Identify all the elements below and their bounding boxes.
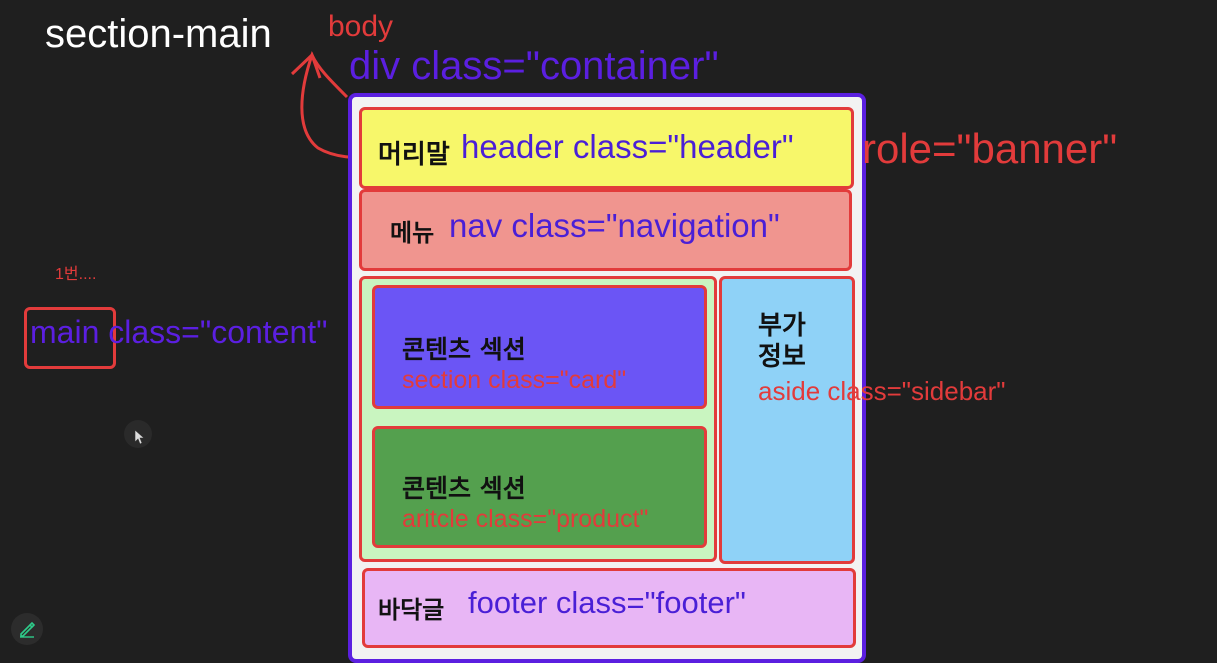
card-code: section class="card" <box>402 366 627 394</box>
nav-label: 메뉴 <box>390 219 435 247</box>
header-code: header class="header" <box>461 128 794 165</box>
section-main-label: section-main <box>45 12 272 56</box>
footer-label: 바닥글 <box>378 596 445 624</box>
sidebar-code: aside class="sidebar" <box>758 376 1006 406</box>
header-box <box>359 107 854 189</box>
container-label: div class="container" <box>349 44 719 88</box>
nav-box <box>359 189 852 271</box>
product-code: aritcle class="product" <box>402 505 649 533</box>
pencil-icon <box>20 621 36 638</box>
sidebar-label-line2: 정보 <box>758 342 806 372</box>
card-label: 콘텐츠 섹션 <box>402 335 526 364</box>
card-box <box>372 285 707 409</box>
body-label: body <box>328 10 394 43</box>
header-label: 머리말 <box>378 140 450 170</box>
product-label: 콘텐츠 섹션 <box>402 474 526 503</box>
role-banner-label: role="banner" <box>862 125 1118 172</box>
sidebar-label-line1: 부가 <box>758 311 806 341</box>
main-suffix: class="content" <box>99 314 328 350</box>
main-highlight-box <box>24 307 116 369</box>
product-box <box>372 426 707 548</box>
mouse-cursor-icon <box>124 420 152 448</box>
main-prefix: main <box>30 314 100 350</box>
sidebar-box <box>719 276 855 564</box>
main-content-label: main class="content" <box>30 314 328 351</box>
footer-box <box>362 568 856 648</box>
nav-code: nav class="navigation" <box>449 207 780 244</box>
edit-button[interactable] <box>11 613 43 645</box>
note-label: 1번.... <box>55 266 97 283</box>
footer-code: footer class="footer" <box>468 585 746 620</box>
